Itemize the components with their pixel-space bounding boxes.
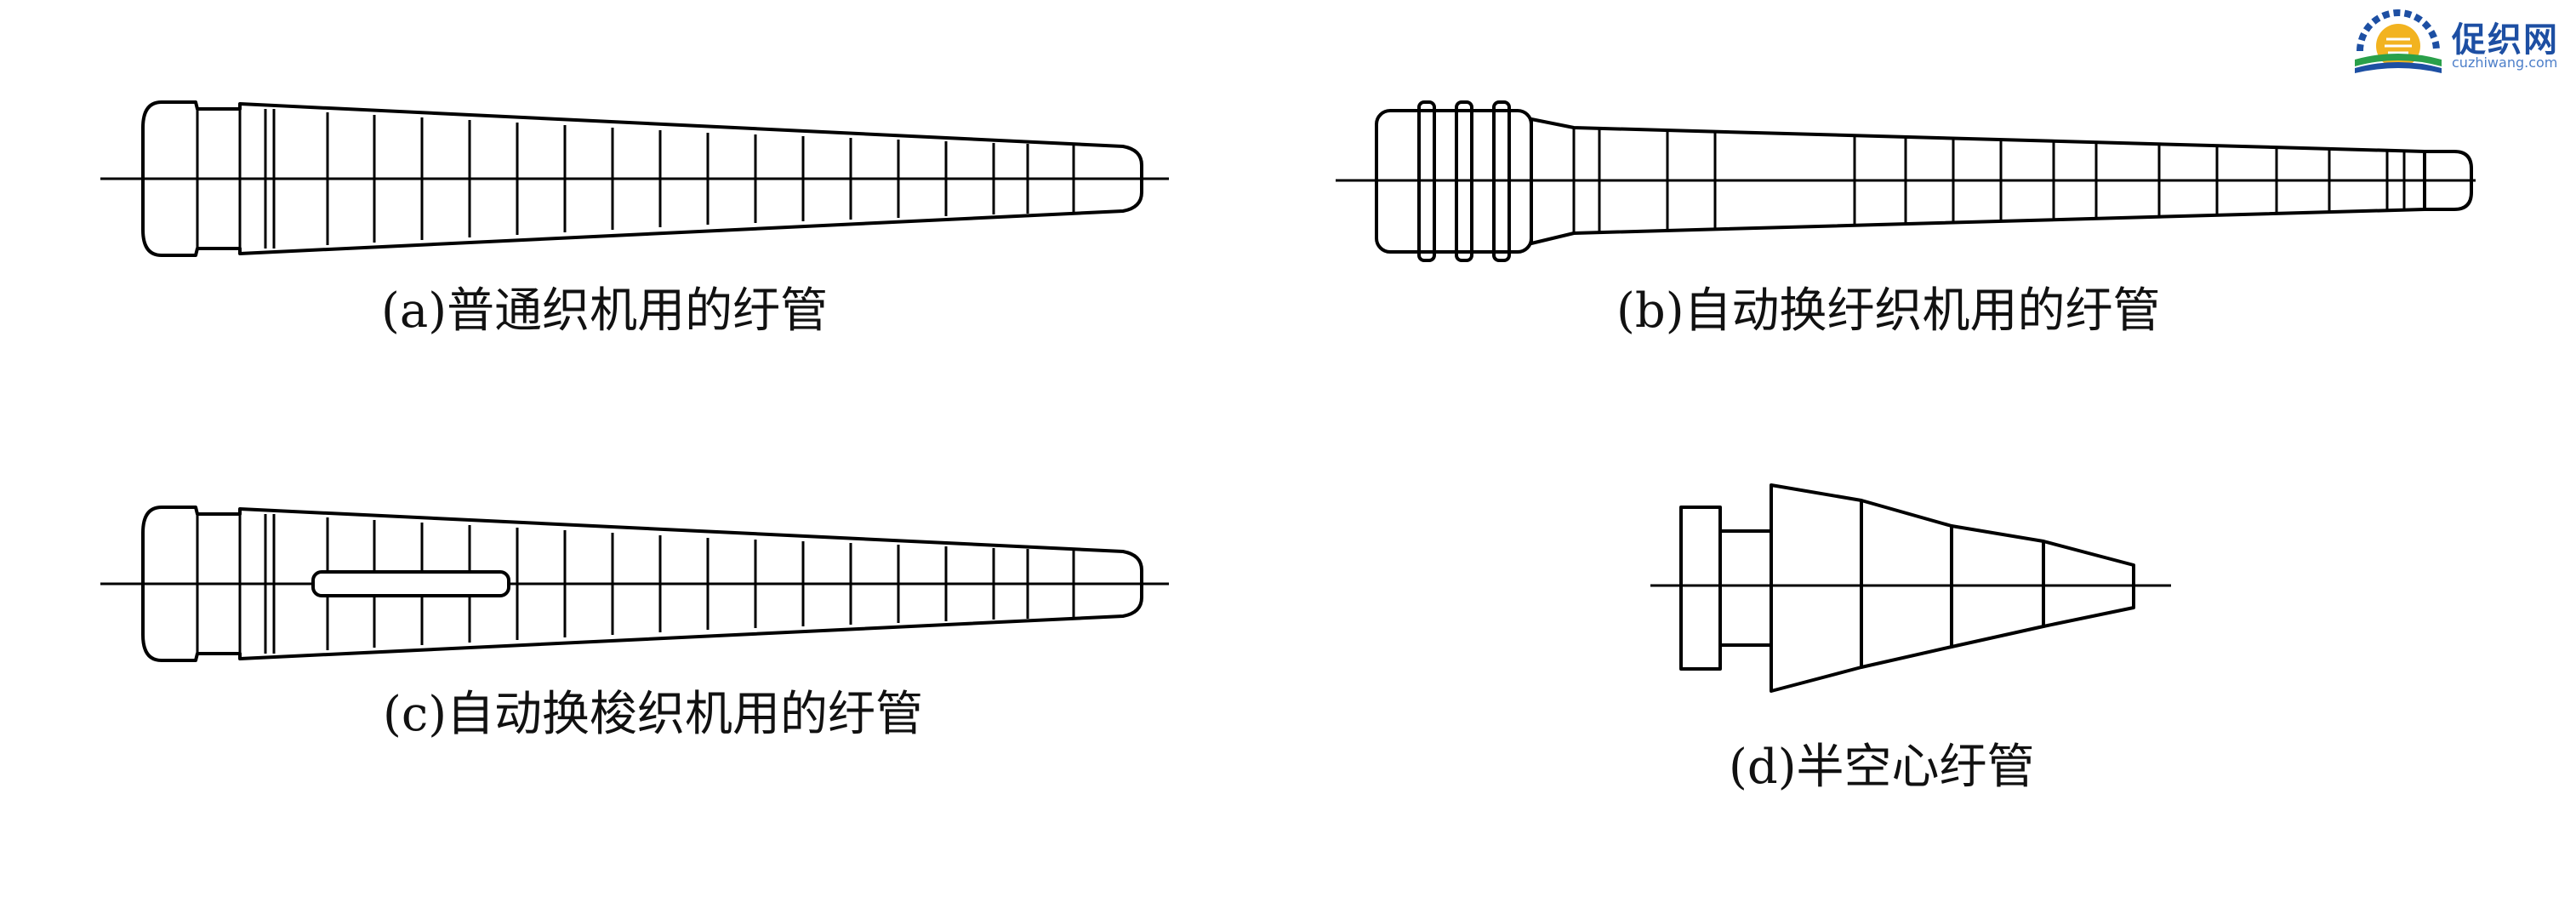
pirn-b-drawing	[1336, 100, 2476, 262]
pirn-d-cone-4	[2042, 540, 2135, 628]
pirn-c-slot	[311, 570, 510, 597]
site-logo: 促织网 cuzhiwang.com	[2348, 7, 2576, 75]
caption-b: (b)自动换纡织机用的纡管	[1616, 283, 2161, 339]
logo-emblem-icon	[2355, 9, 2442, 73]
pirn-b-flange-2	[1455, 100, 1473, 262]
pirn-b-flange-3	[1492, 100, 1511, 262]
pirn-b-rings	[1572, 128, 2406, 233]
pirn-c-drawing	[100, 506, 1169, 662]
pirn-a-drawing	[100, 100, 1169, 257]
pirn-d-drawing	[1650, 483, 2171, 693]
pirn-b-base	[1375, 109, 1533, 254]
caption-c: (c)自动换梭织机用的纡管	[383, 687, 924, 742]
pirn-b-tip	[2425, 150, 2473, 211]
pirn-b-flange-1	[1417, 100, 1436, 262]
logo-url: cuzhiwang.com	[2452, 54, 2558, 71]
pirn-d-cone-2	[1860, 499, 1953, 669]
caption-a: (a)普通织机用的纡管	[381, 283, 829, 339]
caption-d: (d)半空心纡管	[1729, 740, 2035, 795]
pirn-d-base	[1679, 506, 1722, 671]
pirn-a-rings	[196, 106, 1075, 251]
logo-title: 促织网	[2452, 20, 2559, 60]
pirn-d-cone-1	[1770, 483, 1863, 693]
pirn-d-collar	[1718, 529, 1773, 647]
